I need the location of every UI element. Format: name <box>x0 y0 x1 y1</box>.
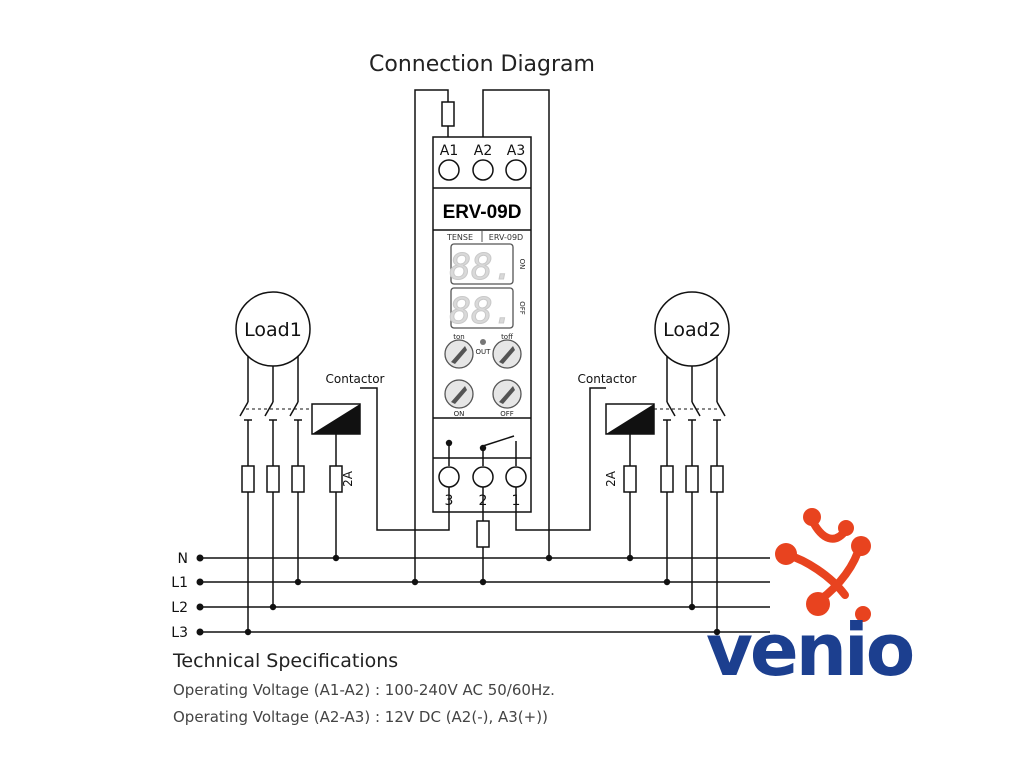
device-brand-model: ERV-09D <box>489 233 523 242</box>
right-load-branch <box>605 291 730 636</box>
bus-label-l3: L3 <box>171 625 188 641</box>
display-top: 88. <box>449 247 514 288</box>
relay-device <box>432 136 532 513</box>
venio-logo-text: venio <box>706 608 913 692</box>
left-load-branch <box>235 291 361 636</box>
right-fuse-rating: 2A <box>604 470 618 487</box>
knob-off-label: OFF <box>500 410 514 418</box>
specs-line-1: Operating Voltage (A1-A2) : 100-240V AC … <box>173 681 555 699</box>
load1-label: Load1 <box>244 319 302 341</box>
terminal-a3-label: A3 <box>507 143 525 159</box>
display-bottom-side-label: OFF <box>518 301 526 315</box>
supply-wiring <box>411 89 553 586</box>
bus-label-l1: L1 <box>171 575 188 591</box>
knob-ton-label: ton <box>453 333 464 341</box>
bus-label-l2: L2 <box>171 600 188 616</box>
device-brand: TENSE <box>446 233 473 242</box>
knob-on-label: ON <box>454 410 465 418</box>
load2-label: Load2 <box>663 319 721 341</box>
specs-line-2: Operating Voltage (A2-A3) : 12V DC (A2(-… <box>173 708 548 726</box>
output-wiring <box>360 387 606 586</box>
bus-label-n: N <box>178 551 188 567</box>
diagram-title: Connection Diagram <box>369 52 595 77</box>
right-contactor-label: Contactor <box>578 372 637 386</box>
left-fuse-rating: 2A <box>341 470 355 487</box>
display-top-side-label: ON <box>518 259 526 270</box>
specs-heading: Technical Specifications <box>172 650 398 672</box>
terminal-a1-label: A1 <box>440 143 458 159</box>
display-bottom: 88. <box>449 291 514 332</box>
left-contactor-label: Contactor <box>326 372 385 386</box>
terminal-a2-label: A2 <box>474 143 492 159</box>
venio-logo-mark <box>775 508 871 622</box>
device-model-label: ERV-09D <box>443 202 522 223</box>
led-label: OUT <box>476 348 492 356</box>
knob-toff-label: toff <box>501 333 513 341</box>
